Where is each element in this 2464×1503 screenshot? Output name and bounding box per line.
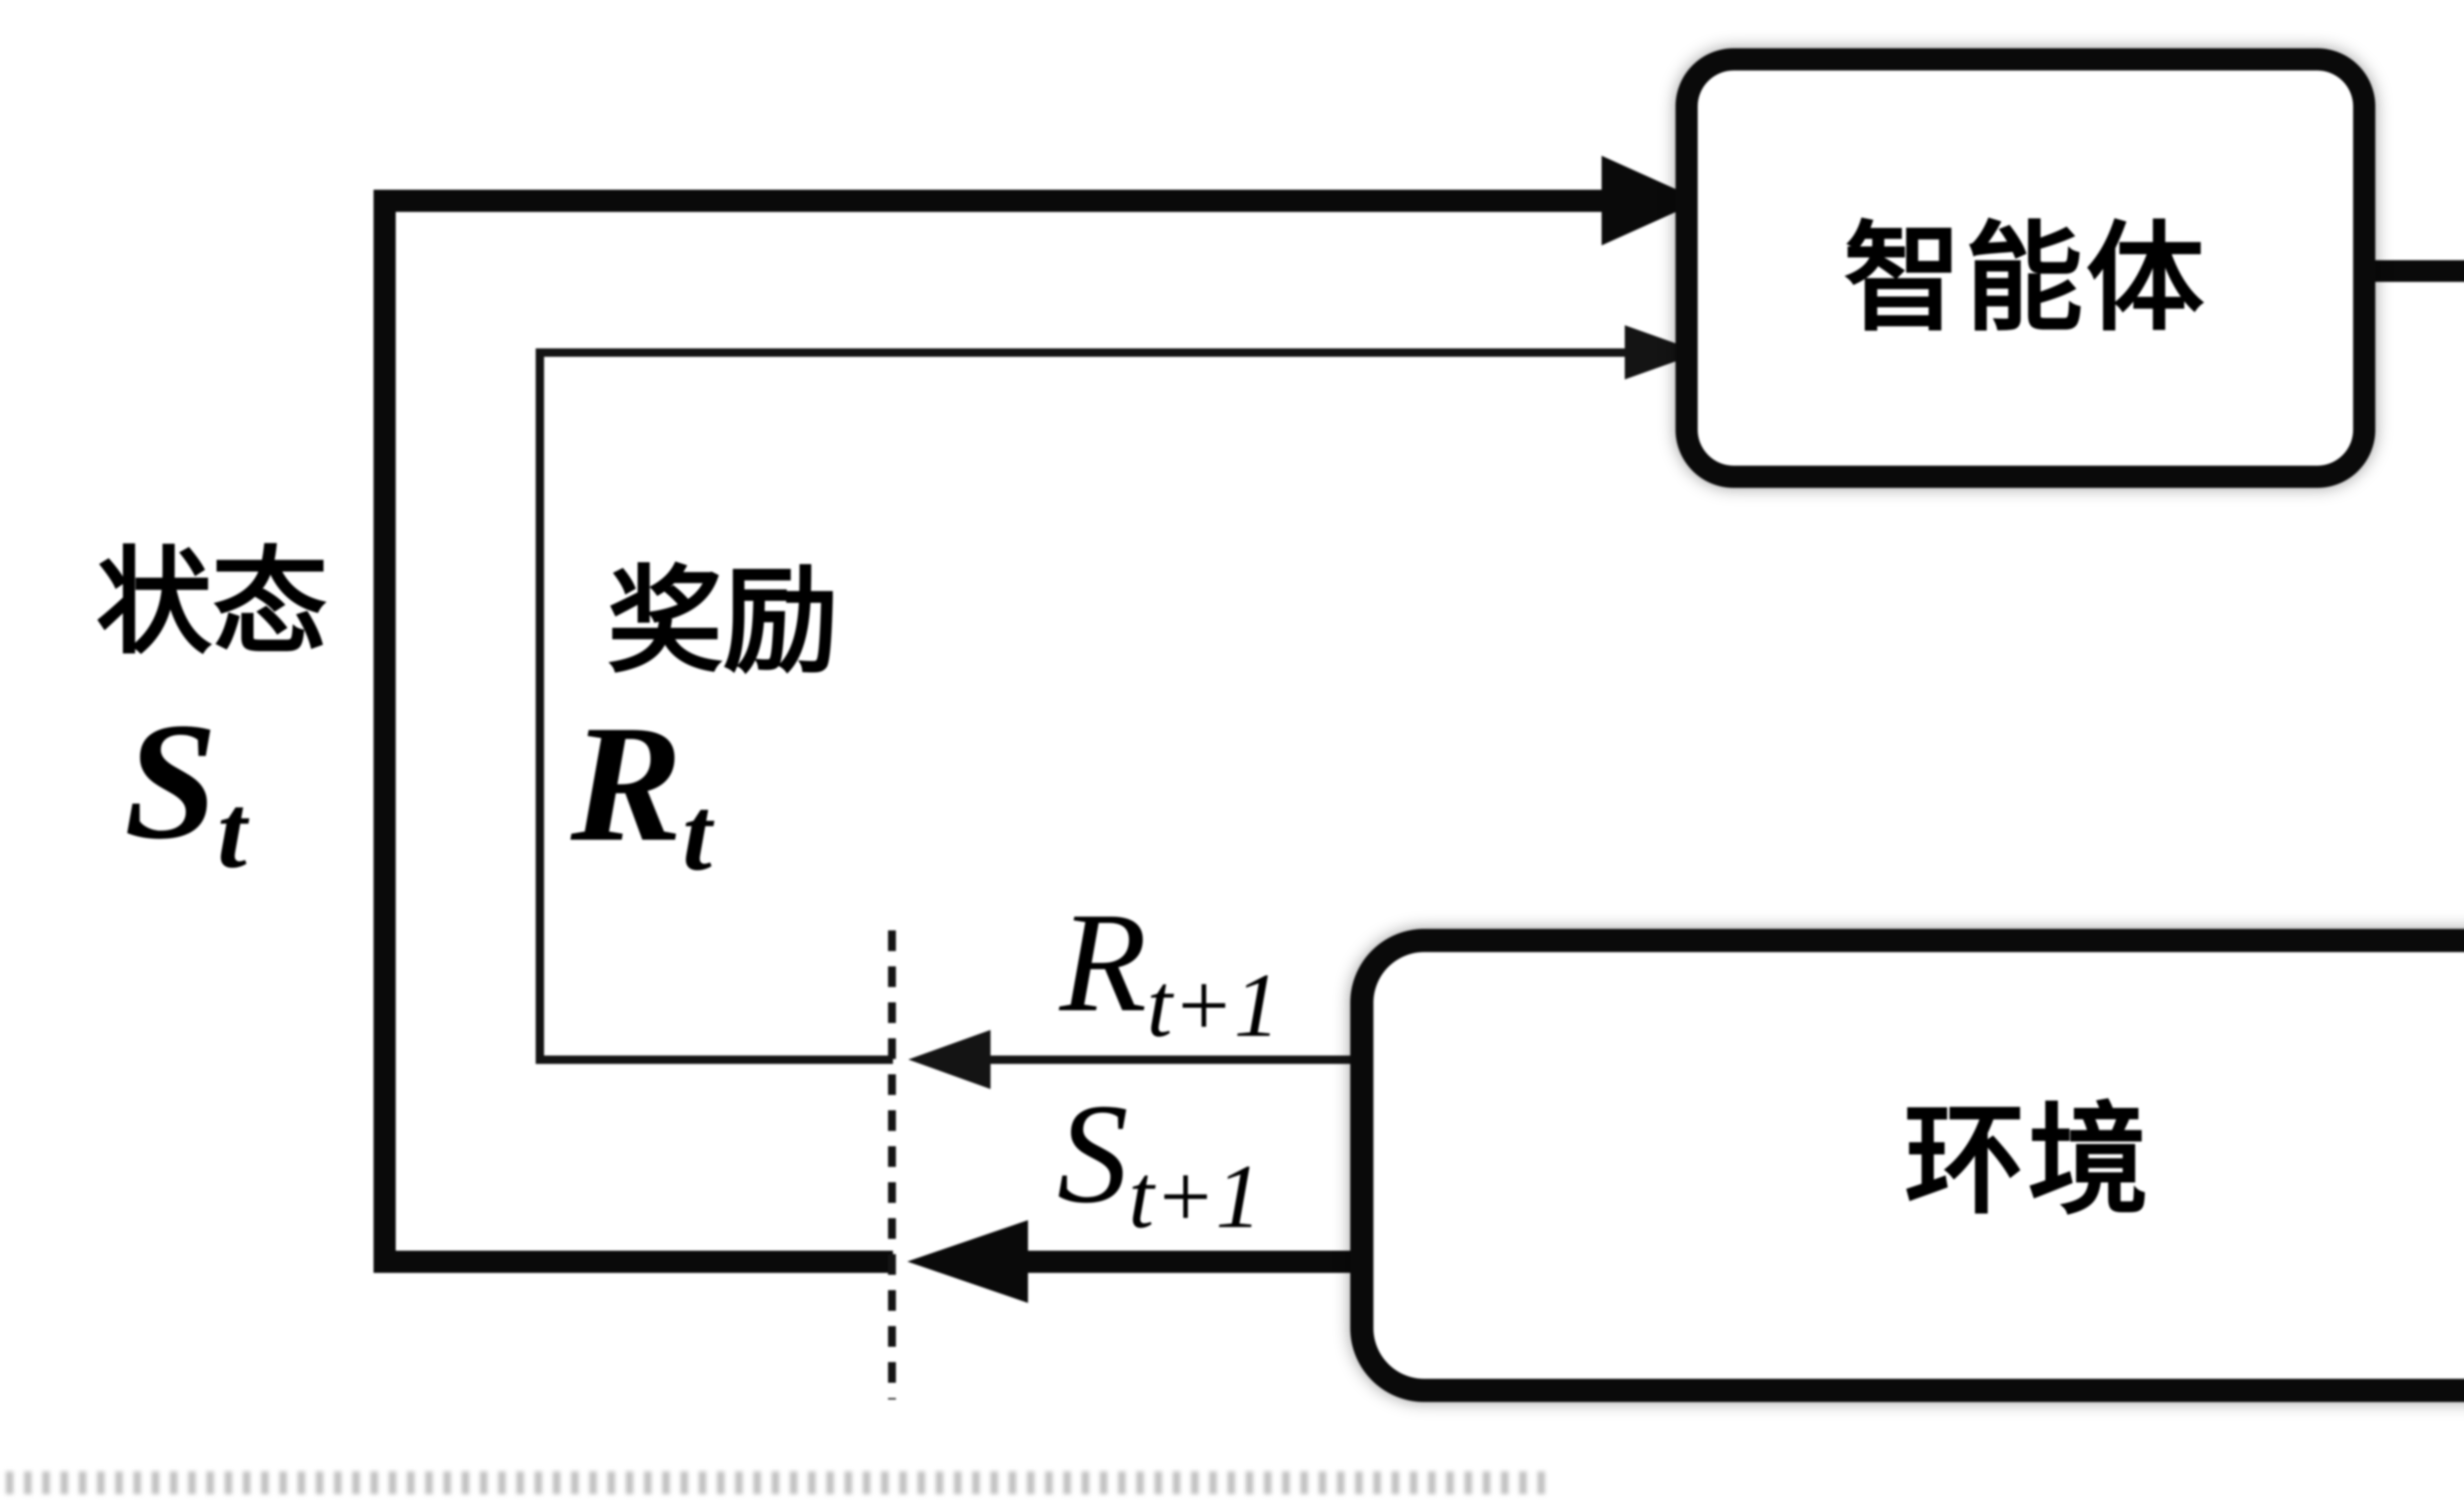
state-flow-line-bottom [374, 1251, 893, 1273]
state-next-symbol-subscript: t+1 [1129, 1146, 1262, 1247]
state-next-symbol-main: S [1057, 1074, 1129, 1232]
environment-node-box: 环境 [1350, 929, 2464, 1402]
reward-symbol-main: R [571, 690, 683, 876]
reward-next-symbol-label: Rt+1 [1060, 891, 1280, 1052]
state-next-arrowhead-icon [907, 1220, 1028, 1303]
reward-flow-line-top [536, 348, 1625, 357]
reward-symbol-subscript: t [682, 775, 712, 892]
environment-node-label: 环境 [1904, 1094, 2152, 1229]
state-label-cn: 状态 [96, 540, 328, 668]
reward-flow-line-bottom [536, 1056, 893, 1064]
state-flow-line-from-environment [1028, 1251, 1351, 1273]
state-flow-line-top [374, 190, 1602, 212]
state-next-symbol-label: St+1 [1057, 1082, 1262, 1243]
reward-next-arrowhead-icon [908, 1030, 991, 1089]
agent-node-box: 智能体 [1676, 48, 2375, 488]
reward-next-symbol-subscript: t+1 [1147, 955, 1280, 1056]
reward-symbol-label: Rt [571, 700, 712, 887]
cropped-caption-remnant [6, 1471, 1548, 1494]
reward-flow-line-left [536, 348, 544, 1064]
state-flow-line-left [374, 190, 396, 1273]
agent-node-label: 智能体 [1843, 213, 2207, 345]
state-symbol-label: St [124, 697, 247, 885]
time-step-divider-dashed-line [888, 930, 896, 1400]
reward-label-cn: 奖励 [607, 558, 839, 686]
state-symbol-subscript: t [217, 773, 247, 890]
action-flow-line-top [2374, 260, 2464, 282]
state-symbol-main: S [124, 688, 218, 874]
reward-next-symbol-main: R [1060, 883, 1147, 1041]
reward-flow-line-from-environment [991, 1056, 1351, 1064]
